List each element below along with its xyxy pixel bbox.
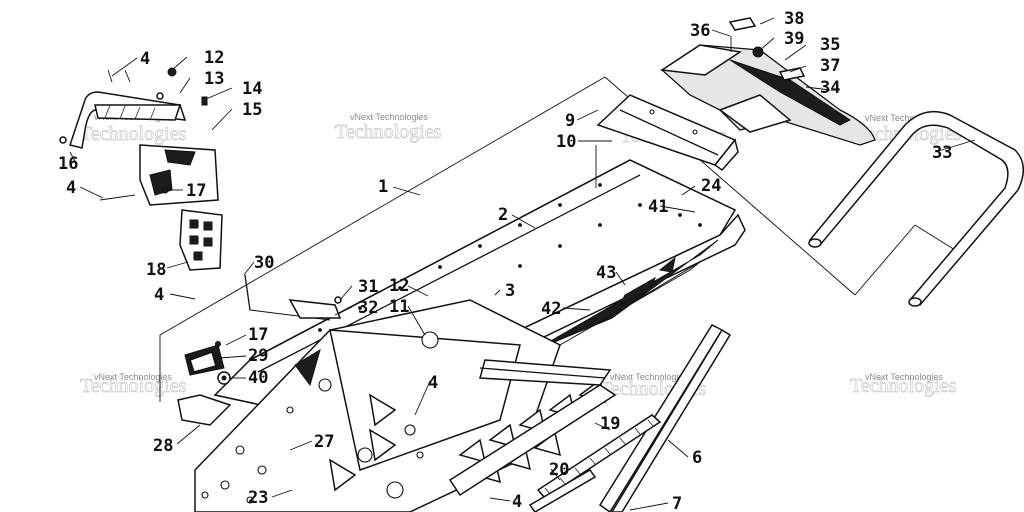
callout-label: 38	[784, 9, 804, 29]
callout-label: 20	[549, 460, 569, 480]
callout-label: 17	[186, 181, 206, 201]
rear-plate	[596, 94, 739, 172]
callout-label: 3	[505, 281, 515, 301]
skid-rails	[528, 324, 732, 512]
callout-label: 4	[66, 178, 76, 198]
callout-label: 11	[389, 297, 409, 317]
callout-label: 19	[600, 414, 620, 434]
callout-label: 4	[154, 285, 164, 305]
callout-label: 37	[820, 56, 840, 76]
rivet-holes	[318, 183, 702, 332]
callout-label: 43	[596, 263, 616, 283]
callout-label: 17	[248, 325, 268, 345]
callout-label: 4	[428, 373, 438, 393]
callout-label: 9	[565, 111, 575, 131]
callout-label: 23	[248, 488, 268, 508]
callout-labels: 1 2 3 4 4 4 4 4 6 7 9 10 11 12 12 13 14 …	[58, 9, 952, 512]
leader-lines	[69, 17, 976, 511]
callout-label: 12	[389, 276, 409, 296]
callout-label: 32	[358, 298, 378, 318]
callout-label: 15	[242, 100, 262, 120]
callout-label: 42	[541, 299, 561, 319]
rear-storage	[659, 17, 876, 146]
callout-label: 35	[820, 35, 840, 55]
watermark-big: Technologies	[80, 123, 187, 145]
watermark: vNext Technologies	[94, 372, 172, 382]
watermark: vNext Technologies	[350, 112, 428, 122]
callout-label: 13	[204, 69, 224, 89]
callout-label: 7	[672, 494, 682, 512]
callout-label: 33	[932, 143, 952, 163]
callout-label: 1	[378, 177, 388, 197]
decal-logo	[618, 276, 657, 307]
rear-bumper	[808, 110, 1024, 307]
callout-label: 2	[498, 205, 508, 225]
watermark: vNext Technologies	[865, 372, 943, 382]
callout-label: 6	[692, 448, 702, 468]
callout-label: 4	[140, 49, 150, 69]
watermark-big: Technologies	[850, 375, 957, 397]
watermark: vNext Technologies	[865, 113, 943, 123]
cable-linkage	[244, 274, 342, 321]
callout-label: 10	[556, 132, 576, 152]
plate-cutouts	[189, 219, 213, 261]
callout-label: 34	[820, 78, 840, 98]
callout-label: 16	[58, 154, 78, 174]
callout-label: 36	[690, 21, 710, 41]
callout-label: 28	[153, 436, 173, 456]
callout-label: 18	[146, 260, 166, 280]
callout-label: 39	[784, 29, 804, 49]
watermark: vNext Technologies	[610, 372, 688, 382]
callout-label: 27	[314, 432, 334, 452]
watermark-big: Technologies	[335, 121, 442, 143]
callout-label: 24	[701, 176, 721, 196]
callout-label: 29	[248, 346, 268, 366]
callout-label: 14	[242, 79, 262, 99]
front-frame	[194, 299, 617, 512]
callout-label: 4	[512, 492, 522, 512]
callout-label: 41	[648, 197, 668, 217]
left-side-bracket	[59, 67, 223, 271]
callout-label: 30	[254, 253, 274, 273]
lower-left-bracket	[177, 341, 232, 426]
callout-label: 12	[204, 48, 224, 68]
callout-label: 31	[358, 277, 378, 297]
callout-label: 40	[248, 368, 268, 388]
